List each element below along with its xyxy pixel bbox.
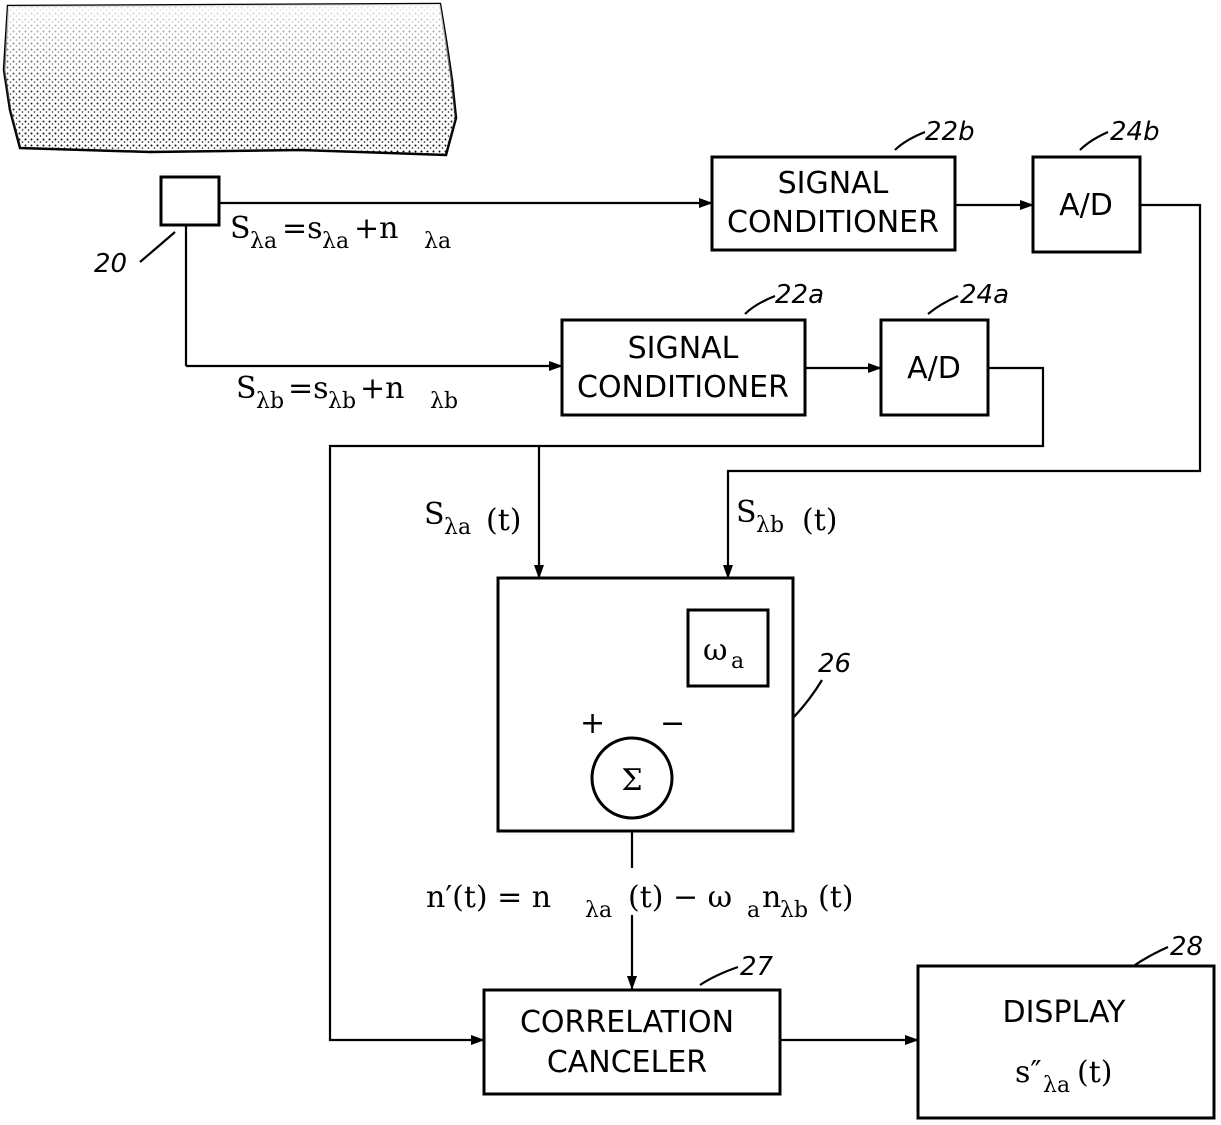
display-tail: (t) xyxy=(1077,1055,1112,1090)
cond-b-line2: CONDITIONER xyxy=(727,205,939,240)
ad-a-label: A/D xyxy=(907,351,961,386)
signal-conditioner-b: SIGNAL CONDITIONER xyxy=(712,157,955,250)
equation-bottom: S λb =s λb +n λb xyxy=(236,371,458,414)
cond-b-ref: 22b xyxy=(925,117,975,147)
tissue-region xyxy=(4,4,456,155)
svg-text:a: a xyxy=(747,898,760,923)
svg-text:λb: λb xyxy=(328,389,356,414)
filter-leader xyxy=(793,680,822,718)
ad-converter-a: A/D xyxy=(881,320,988,415)
svg-text:=s: =s xyxy=(282,211,323,246)
sensor-ref-leader xyxy=(140,232,175,262)
summing-junction: Σ xyxy=(592,738,672,818)
svg-text:λa: λa xyxy=(250,229,277,254)
svg-text:(t): (t) xyxy=(486,503,521,538)
ad-b-ref: 24b xyxy=(1110,117,1160,147)
weight-omega: ω xyxy=(703,633,727,668)
ad-a-ref: 24a xyxy=(960,280,1009,310)
svg-text:S: S xyxy=(424,497,445,532)
cond-a-ref: 22a xyxy=(775,280,824,310)
input-b-label: S λb (t) xyxy=(736,495,837,538)
svg-text:λb: λb xyxy=(780,898,808,923)
sensor-ref: 20 xyxy=(94,249,127,279)
ad-converter-b: A/D xyxy=(1033,157,1140,252)
sum-symbol: Σ xyxy=(621,763,642,798)
svg-text:n: n xyxy=(762,880,781,915)
display-title: DISPLAY xyxy=(1002,995,1126,1030)
noise-equation: n′(t) = n λa (t) − ω a n λb (t) xyxy=(426,880,853,923)
svg-text:+n: +n xyxy=(354,211,398,246)
svg-text:λa: λa xyxy=(585,898,612,923)
canceler-line1: CORRELATION xyxy=(520,1005,734,1040)
cond-b-leader xyxy=(895,132,925,150)
sensor-box xyxy=(161,177,219,225)
canceler-leader xyxy=(700,967,738,985)
svg-text:λb: λb xyxy=(430,389,458,414)
cond-a-line1: SIGNAL xyxy=(628,331,739,366)
svg-text:S: S xyxy=(230,211,251,246)
cond-b-line1: SIGNAL xyxy=(778,166,889,201)
plus-sign: + xyxy=(580,706,605,741)
weight-box: ω a xyxy=(688,610,768,686)
svg-text:(t): (t) xyxy=(818,880,853,915)
canceler-line2: CANCELER xyxy=(547,1045,707,1080)
svg-text:S: S xyxy=(736,495,757,530)
filter-ref: 26 xyxy=(818,649,851,679)
signal-conditioner-a: SIGNAL CONDITIONER xyxy=(562,320,805,415)
svg-text:λa: λa xyxy=(322,229,349,254)
correlation-canceler: CORRELATION CANCELER xyxy=(484,990,780,1094)
svg-text:λb: λb xyxy=(756,513,784,538)
equation-top: S λa =s λa +n λa xyxy=(230,211,451,254)
input-a-label: S λa (t) xyxy=(424,497,521,540)
ad-b-label: A/D xyxy=(1059,188,1113,223)
display-s: s″ xyxy=(1015,1055,1042,1090)
svg-text:S: S xyxy=(236,371,257,406)
svg-text:(t) − ω: (t) − ω xyxy=(628,880,732,915)
ad-b-leader xyxy=(1080,132,1108,150)
svg-text:+n: +n xyxy=(360,371,404,406)
ad-a-leader xyxy=(928,296,958,314)
display-sub: λa xyxy=(1043,1073,1070,1098)
svg-text:(t): (t) xyxy=(802,503,837,538)
cond-a-leader xyxy=(745,296,775,314)
svg-text:λb: λb xyxy=(256,389,284,414)
canceler-ref: 27 xyxy=(740,952,774,982)
svg-text:=s: =s xyxy=(288,371,329,406)
cond-a-line2: CONDITIONER xyxy=(577,370,789,405)
svg-text:λa: λa xyxy=(424,229,451,254)
weight-sub: a xyxy=(731,649,744,674)
minus-sign: − xyxy=(660,706,685,741)
display-leader xyxy=(1135,947,1168,965)
display-ref: 28 xyxy=(1170,932,1203,962)
svg-text:λa: λa xyxy=(444,515,471,540)
display-block: DISPLAY s″ λa (t) xyxy=(918,966,1214,1118)
svg-text:n′(t) = n: n′(t) = n xyxy=(426,880,551,915)
